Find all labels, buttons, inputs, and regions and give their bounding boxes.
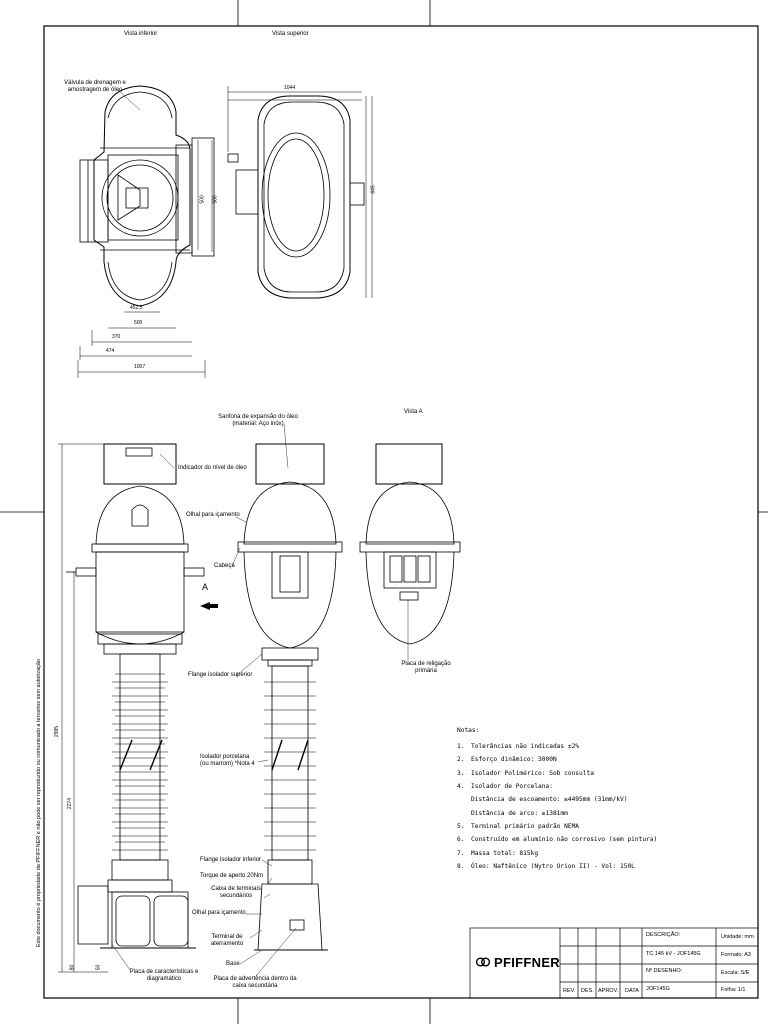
side-vertical-note: Este documento é propriedade da PFIFFNER…	[34, 600, 44, 1010]
dim-50: 50	[95, 964, 102, 971]
tb-aprov: APROV.	[598, 988, 619, 994]
tb-data: DATA	[625, 988, 639, 994]
note-item: 8. Óleo: Naftênico (Nytro Orion II) - Vol…	[457, 860, 687, 873]
front-dimensions	[58, 443, 108, 973]
side-base-drawing	[254, 859, 328, 951]
note-text: Isolador de Porcelana:	[471, 783, 553, 791]
label-lifting-eye-low: Olhal para içamento	[192, 910, 246, 916]
note-item: 6. Construído em alumínio não corrosivo (…	[457, 833, 687, 846]
leader-lines	[111, 89, 409, 977]
front-base-drawing	[77, 859, 196, 949]
dim-370: 370	[112, 334, 121, 340]
note-item: 2. Esforço dinâmico: 3000N	[457, 753, 687, 766]
label-head: Cabeça	[214, 563, 235, 569]
front-elevation-drawing	[66, 443, 205, 861]
note-sub-item: Distância de escoamento: ≥4495mm (31mm/k…	[471, 796, 628, 804]
note-text: Isolador Polimérico: Sob consulta	[471, 769, 594, 777]
view-title-bottom: Vista inferior	[124, 31, 158, 37]
note-item: 5. Terminal primário padrão NEMA	[457, 820, 687, 833]
note-item: 4. Isolador de Porcelana:	[457, 780, 687, 793]
dim-80: 80	[69, 964, 76, 971]
note-text: Massa total: 815kg	[471, 849, 539, 857]
tb-unidade: Unidade: mm	[721, 934, 754, 940]
note-sub-item: Distância de arco: ≥1381mm	[471, 809, 568, 817]
side-vertical-text: Este documento é propriedade da PFIFFNER…	[36, 659, 42, 947]
company-name: PFIFFNER	[494, 954, 560, 970]
tb-formato: Formato: A3	[721, 952, 751, 958]
label-rating-plate: Placa de características e diagramático	[129, 969, 199, 982]
note-number: 5.	[457, 822, 465, 830]
label-upper-flange: Flange isolador superior	[188, 672, 253, 678]
top-view-dimensions	[227, 86, 373, 298]
dim-2995: 2995	[54, 725, 61, 738]
label-terminal-box: Caixa de terminais secundários	[211, 886, 261, 899]
label-oil-level: Indicador do nível de óleo	[178, 465, 247, 471]
dim-2274: 2274	[67, 797, 74, 810]
label-torque: Torque de aperto 20Nm	[200, 873, 264, 879]
label-primary-plate: Placa de religação primária	[401, 661, 451, 674]
label-view-arrow: A	[202, 582, 209, 592]
notes-title: Notas:	[457, 727, 480, 734]
dim-474: 474	[106, 348, 115, 354]
label-drain-valve: Válvula de drenagem e amostragem de óleo	[64, 80, 126, 93]
tb-des: DES.	[581, 988, 594, 994]
note-text: Esforço dinâmico: 3000N	[471, 756, 557, 764]
tb-descricao: TC 145 kV - JOF145G	[646, 951, 701, 957]
view-title-a: Vista A	[404, 409, 423, 415]
tb-desenho: JOF145G	[646, 986, 670, 992]
view-a-arrow	[200, 602, 218, 610]
note-number: 7.	[457, 849, 465, 857]
dim-560: 560	[212, 195, 219, 204]
side-elevation-drawing	[237, 443, 343, 861]
label-bellows: Sanfona de expansão do óleo (material: A…	[218, 414, 298, 427]
label-lower-flange: Flange isolador inferior	[200, 857, 262, 863]
dim-1044: 1044	[284, 85, 296, 91]
notes-block: Notas: 1. Tolerâncias não indicadas ±2% 2…	[457, 727, 687, 873]
pfiffner-logo-icon	[476, 957, 491, 967]
bottom-view-drawing	[79, 85, 215, 307]
tb-folha: Folha: 1/1	[721, 987, 746, 993]
note-number: 3.	[457, 769, 465, 777]
note-item: 7. Massa total: 815kg	[457, 846, 687, 859]
dim-452: 452,5	[130, 305, 143, 311]
view-title-top: Vista superior	[272, 31, 309, 37]
front-porcelain-sheds	[112, 673, 168, 851]
dim-1007: 1007	[134, 364, 146, 370]
side-porcelain-sheds	[264, 681, 316, 851]
label-porcelain: Isolador porcelana (ou marrom) *Nota 4	[200, 754, 255, 767]
dim-500: 500	[134, 320, 143, 326]
tb-desenho-label: Nº DESENHO:	[646, 968, 683, 974]
bottom-view-dimensions	[77, 140, 213, 378]
tb-escala: Escala: S/E	[721, 970, 750, 976]
label-lifting-eye: Olhal para içamento	[186, 512, 240, 518]
tb-descricao-label: DESCRIÇÃO:	[646, 932, 681, 938]
tb-rev: REV.	[563, 988, 576, 994]
note-item: 1. Tolerâncias não indicadas ±2%	[457, 740, 687, 753]
note-number: 6.	[457, 836, 465, 844]
label-base: Base	[226, 961, 240, 967]
note-number: 2.	[457, 756, 465, 764]
note-text: Terminal primário padrão NEMA	[471, 822, 580, 830]
note-number: 4.	[457, 783, 465, 791]
dim-500v: 500	[199, 195, 206, 204]
label-warning-plate: Placa de advertência dentro da caixa sec…	[213, 976, 297, 989]
title-block	[469, 927, 759, 999]
note-number: 1.	[457, 743, 465, 751]
note-item: 3. Isolador Polimérico: Sob consulta	[457, 767, 687, 780]
note-text: Construído em alumínio não corrosivo (se…	[471, 836, 658, 844]
note-text: Óleo: Naftênico (Nytro Orion II) - Vol: …	[471, 862, 635, 870]
note-text: Tolerâncias não indicadas ±2%	[471, 743, 580, 751]
view-a-drawing	[359, 443, 461, 645]
note-number: 8.	[457, 862, 465, 870]
dim-645: 645	[370, 185, 377, 194]
label-grounding: Terminal de aterramento	[210, 934, 244, 947]
top-view-drawing	[227, 95, 365, 299]
company-logo: PFIFFNER	[476, 948, 560, 976]
